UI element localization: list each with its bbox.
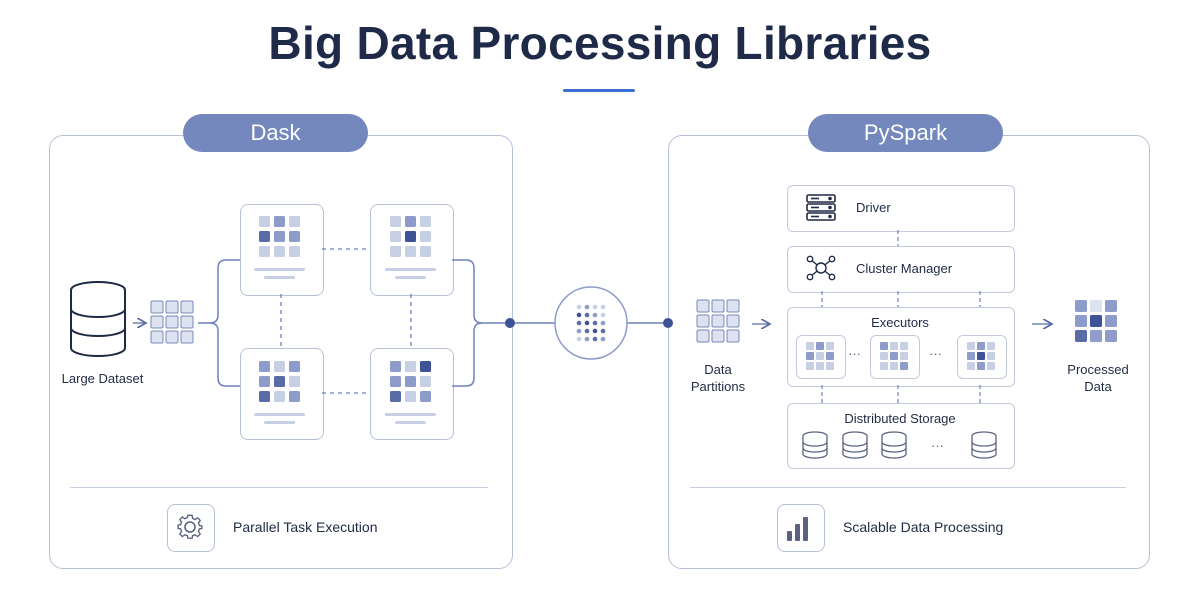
processed-data-line2: Data: [1084, 379, 1112, 394]
storage-database-icon: [971, 431, 997, 459]
distributed-storage-label: Distributed Storage: [844, 411, 956, 426]
driver-label: Driver: [856, 200, 891, 215]
processed-data-label: Processed Data: [1060, 361, 1136, 395]
large-dataset-label: Large Dataset: [61, 371, 144, 386]
dask-branch-lines: [198, 259, 510, 387]
bar-chart-icon: [787, 517, 808, 541]
pyspark-dashed-links: [821, 230, 981, 403]
dask-header: Dask: [183, 114, 368, 152]
executor-grid-icon: [880, 342, 908, 370]
grid-icon: [1075, 300, 1117, 342]
pyspark-footer-label: Scalable Data Processing: [843, 519, 1004, 535]
driver-box: [787, 185, 1015, 232]
task-grid-icon: [385, 361, 436, 424]
grid-icon: [150, 300, 194, 344]
executor-ellipsis: ···: [848, 346, 861, 361]
network-icon: [806, 255, 836, 281]
data-partitions-line1: Data: [704, 362, 732, 377]
dask-footer-divider: [70, 487, 488, 488]
executor-grid-icon: [806, 342, 834, 370]
storage-database-icon: [842, 431, 868, 459]
bridge-connector: [505, 286, 673, 360]
dask-footer-label: Parallel Task Execution: [233, 519, 378, 535]
dot-matrix-icon: [576, 304, 606, 342]
server-icon: [806, 194, 836, 221]
storage-ellipsis: ···: [931, 438, 944, 453]
data-partitions-label: Data Partitions: [680, 361, 756, 395]
grid-icon: [696, 299, 740, 343]
pyspark-footer-icon-frame: [777, 504, 825, 552]
task-grid-icon: [254, 216, 305, 279]
gear-icon: [177, 514, 203, 539]
processed-data-line1: Processed: [1067, 362, 1129, 377]
cluster-manager-label: Cluster Manager: [856, 261, 953, 276]
data-partitions-line2: Partitions: [690, 379, 746, 394]
executors-label: Executors: [871, 315, 929, 330]
executor-ellipsis: ···: [929, 346, 942, 361]
title-underline: [563, 89, 635, 92]
storage-database-icon: [881, 431, 907, 459]
dask-dashed-links: [280, 248, 412, 394]
page-title: Big Data Processing Libraries: [268, 17, 932, 69]
storage-database-icon: [802, 431, 828, 459]
database-icon: [70, 281, 126, 357]
dask-footer-icon-frame: [167, 504, 215, 552]
task-grid-icon: [385, 216, 436, 279]
executor-grid-icon: [967, 342, 995, 370]
task-grid-icon: [254, 361, 305, 424]
pyspark-footer-divider: [690, 487, 1126, 488]
pyspark-header: PySpark: [808, 114, 1003, 152]
